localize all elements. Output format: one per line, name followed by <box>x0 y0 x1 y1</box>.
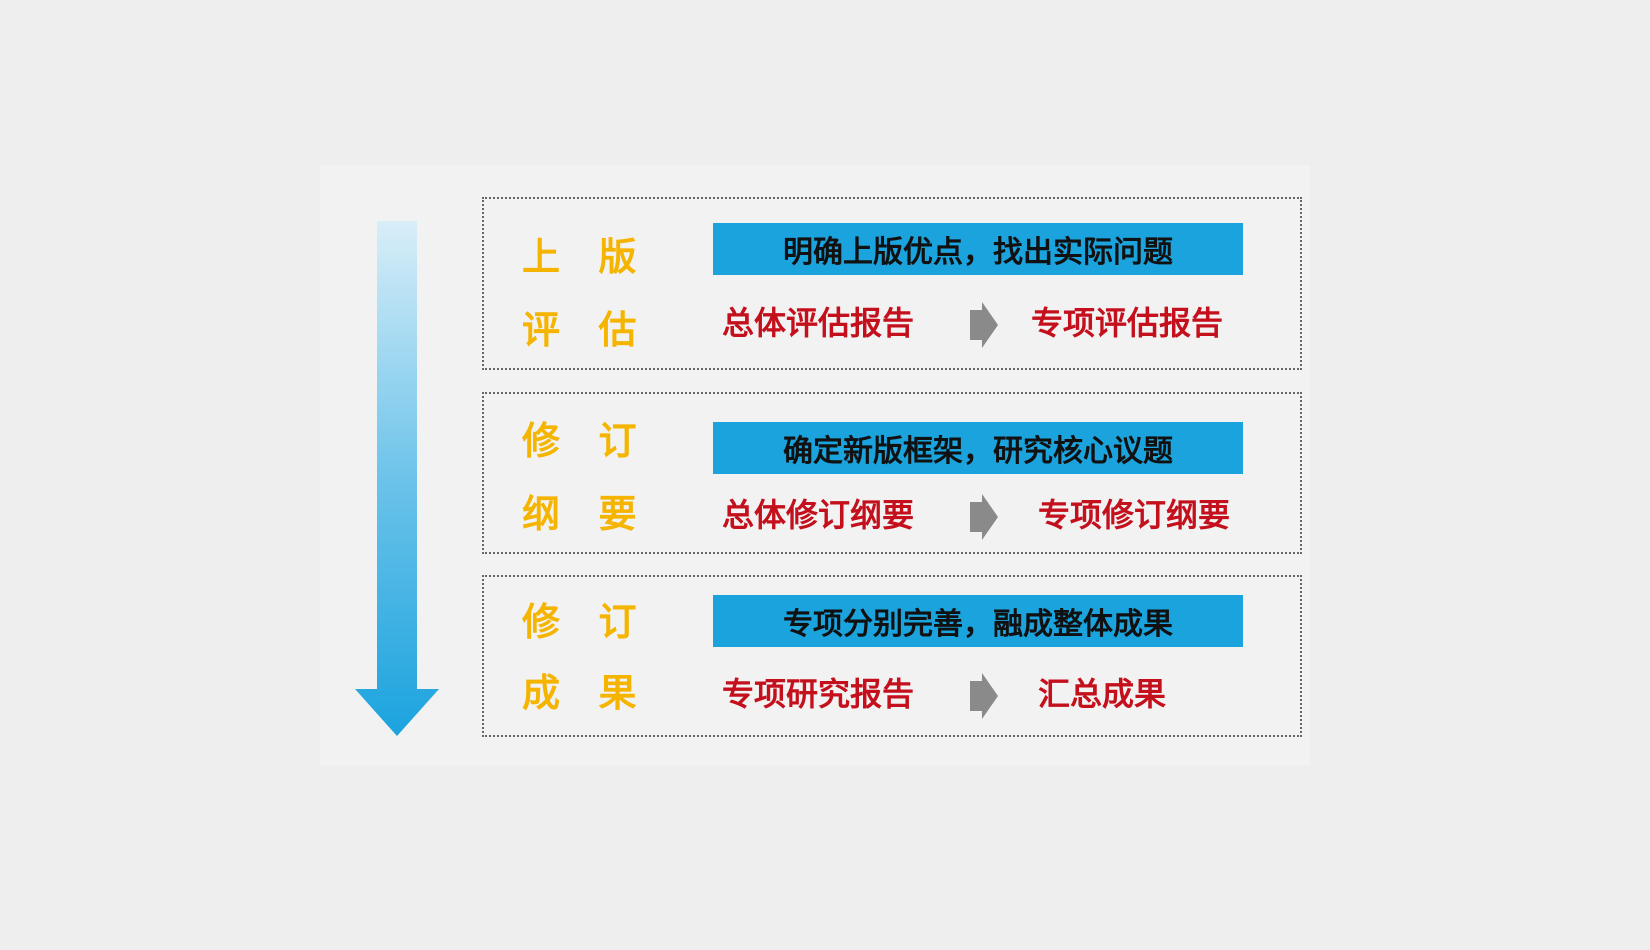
stage-goal-bar-2: 确定新版框架，研究核心议题 <box>713 422 1243 474</box>
stage-box-3 <box>482 575 1302 737</box>
stage-right-output-1: 专项评估报告 <box>1031 305 1224 341</box>
stage-label-1-line1: 上 版 <box>522 237 651 279</box>
right-arrow-icon <box>970 494 998 540</box>
stage-box-2 <box>482 392 1302 554</box>
stage-left-output-1: 总体评估报告 <box>722 305 915 341</box>
right-arrow-icon <box>970 302 998 348</box>
stage-label-1-line2: 评 估 <box>522 310 651 352</box>
stage-label-2-line1: 修 订 <box>522 421 651 463</box>
stage-goal-bar-3: 专项分别完善，融成整体成果 <box>713 595 1243 647</box>
stage-goal-bar-1: 明确上版优点，找出实际问题 <box>713 223 1243 275</box>
down-arrow-icon <box>355 221 439 736</box>
stage-label-3-line2: 成 果 <box>522 673 651 715</box>
stage-right-output-2: 专项修订纲要 <box>1038 497 1231 533</box>
stage-left-output-2: 总体修订纲要 <box>722 497 915 533</box>
stage-label-3-line1: 修 订 <box>522 602 651 644</box>
stage-right-output-3: 汇总成果 <box>1038 676 1167 712</box>
stage-box-1 <box>482 197 1302 370</box>
right-arrow-icon <box>970 673 998 719</box>
stage-label-2-line2: 纲 要 <box>522 494 651 536</box>
stage-left-output-3: 专项研究报告 <box>722 676 915 712</box>
